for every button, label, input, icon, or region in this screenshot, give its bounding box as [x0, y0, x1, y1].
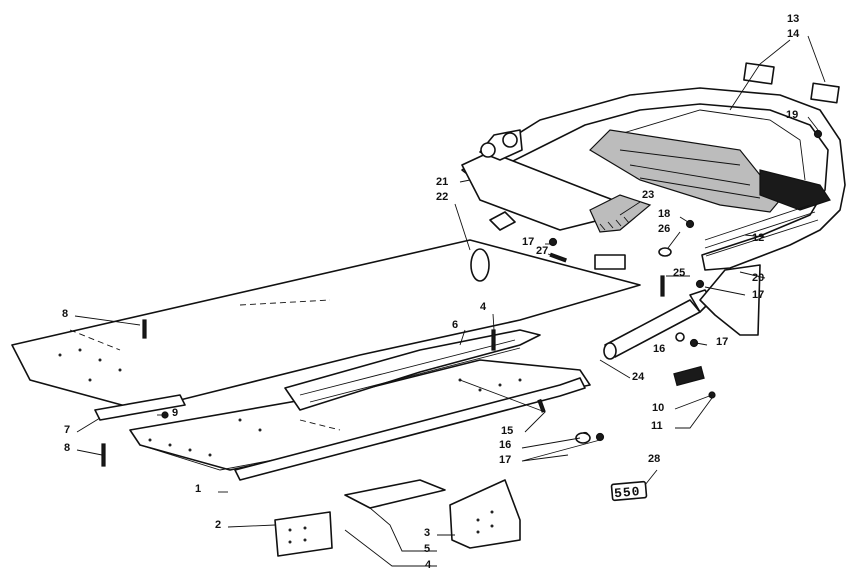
callout-c24: 24 — [632, 371, 645, 383]
callout-c28: 28 — [648, 453, 660, 465]
callout-c23: 23 — [642, 189, 654, 201]
svg-text:550: 550 — [614, 484, 642, 501]
callout-c15: 15 — [501, 425, 513, 437]
callout-c2: 2 — [215, 519, 221, 531]
callout-c6: 6 — [452, 319, 458, 331]
callout-c16a: 16 — [499, 439, 511, 451]
callout-c21: 21 — [436, 176, 448, 188]
callout-c22: 22 — [436, 191, 448, 203]
callout-c25: 25 — [673, 267, 685, 279]
callout-c11: 11 — [651, 420, 663, 432]
callout-c8b: 8 — [64, 442, 70, 454]
decal-13 — [743, 62, 775, 85]
callout-c3: 3 — [424, 527, 430, 539]
callout-c20: 20 — [752, 272, 764, 284]
callout-c17b: 17 — [522, 236, 534, 248]
callout-c27: 27 — [536, 245, 548, 257]
callout-c12: 12 — [752, 232, 764, 244]
rivet-holes — [58, 348, 522, 457]
decal-550: 550 — [610, 480, 648, 501]
callout-c4b: 4 — [480, 301, 487, 313]
bolt-25 — [660, 275, 665, 297]
callout-c10: 10 — [652, 402, 664, 414]
callout-c19: 19 — [786, 109, 798, 121]
decal-14 — [810, 82, 840, 104]
rivet-8b — [101, 443, 106, 467]
side-plate — [274, 511, 333, 557]
rivet-4 — [491, 329, 496, 351]
callout-c26: 26 — [658, 223, 670, 235]
callout-c17c: 17 — [716, 336, 728, 348]
pad-plate — [344, 479, 446, 509]
spacer-block — [594, 254, 626, 270]
callout-c1: 1 — [195, 483, 201, 495]
callout-c5: 5 — [424, 543, 430, 555]
rivet-8a — [142, 319, 147, 339]
tunnel-assembly — [11, 239, 641, 481]
callout-c13: 13 — [787, 13, 799, 25]
callout-c16b: 16 — [653, 343, 665, 355]
reflector-plate — [673, 365, 705, 387]
callout-c17d: 17 — [752, 289, 764, 301]
callout-c14: 14 — [787, 28, 800, 40]
callout-c7: 7 — [64, 424, 70, 436]
callout-c9: 9 — [172, 407, 178, 419]
callout-c4a: 4 — [425, 559, 432, 571]
rear-mount-plate — [699, 264, 761, 336]
callout-c18: 18 — [658, 208, 670, 220]
seat-support-plate — [461, 129, 652, 233]
bumper-bracket — [449, 479, 521, 549]
rear-bumper-assembly — [461, 87, 846, 271]
callout-c8a: 8 — [62, 308, 68, 320]
leader-lines — [74, 35, 826, 567]
callout-c17a: 17 — [499, 454, 511, 466]
